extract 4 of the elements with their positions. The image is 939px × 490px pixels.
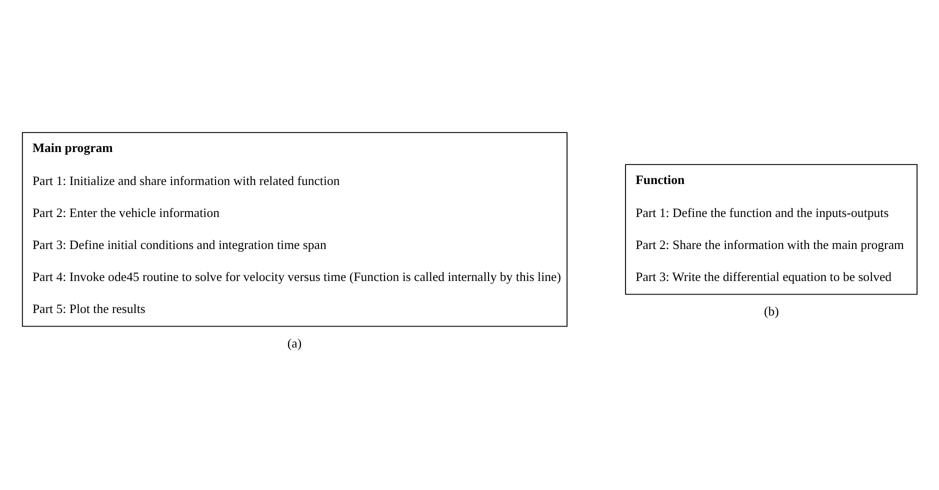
node-box: Function Part 1: Define the function and the inputs-outputs Part 2: Share the information with the main program Part 3: Write the differential equation to be solved [625, 164, 918, 295]
node-box: Main program Part 1: Initialize and share information with related function Part 2: Enter the vehicle information Part 3: Define initial conditions and integration time span Part 4: Invoke ode45 routine to solve for velocity versus time (Function is called internally by this line) Part 5: Plot the results [22, 132, 568, 327]
node-label: (a) [287, 336, 302, 351]
node-label: (b) [764, 304, 779, 319]
